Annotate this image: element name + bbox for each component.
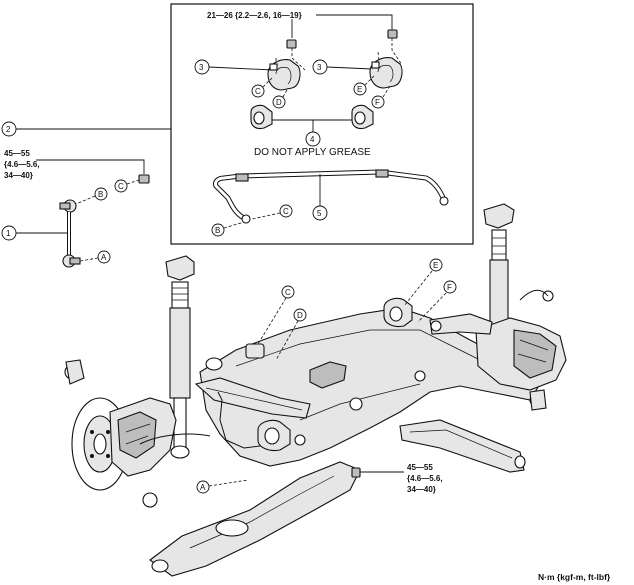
knuckle-right bbox=[475, 290, 567, 411]
unit-label: N·m {kgf-m, ft-lbf} bbox=[538, 572, 611, 582]
torque-link-top-leader bbox=[36, 159, 145, 174]
e-bushing-leader bbox=[364, 75, 375, 86]
f-bushing-leader bbox=[382, 85, 391, 98]
c-bushing-leader bbox=[262, 77, 273, 88]
upper-arm-left bbox=[194, 357, 311, 419]
svg-text:3: 3 bbox=[199, 63, 204, 72]
svg-text:5: 5 bbox=[317, 209, 322, 218]
c-frame-leader bbox=[257, 297, 287, 345]
callout-1: 1 bbox=[1, 225, 17, 241]
svg-text:D: D bbox=[276, 98, 282, 107]
stabilizer-bracket-right bbox=[369, 57, 403, 89]
svg-text:1: 1 bbox=[6, 229, 11, 238]
knuckle-left bbox=[64, 359, 177, 508]
guide-right-b bbox=[377, 51, 381, 69]
letter-c-bushing: C bbox=[251, 84, 265, 98]
torque-link-low-3: 34—40} bbox=[407, 485, 436, 494]
parking-cable-left bbox=[139, 433, 211, 445]
torque-link-low-1: 45—55 bbox=[407, 463, 433, 472]
inset-box bbox=[170, 3, 474, 245]
svg-text:F: F bbox=[447, 283, 452, 292]
f-frame-leader bbox=[417, 292, 447, 323]
svg-text:E: E bbox=[433, 261, 438, 270]
letter-f-bushing: F bbox=[371, 95, 385, 109]
svg-text:C: C bbox=[283, 207, 289, 216]
svg-text:4: 4 bbox=[310, 135, 315, 144]
crossmember-mount-left bbox=[257, 419, 291, 452]
letter-b-bar: B bbox=[211, 223, 225, 237]
leader-3-right bbox=[326, 66, 373, 70]
torque-link-top-2: {4.6—5.6, bbox=[4, 160, 40, 169]
c-bar-leader bbox=[251, 212, 281, 220]
torque-link-low-2: {4.6—5.6, bbox=[407, 474, 443, 483]
letter-f-frame: F bbox=[443, 280, 457, 294]
svg-text:A: A bbox=[101, 253, 107, 262]
letter-d-frame: D bbox=[293, 308, 307, 322]
d-frame-leader bbox=[275, 320, 299, 361]
letter-c-bar: C bbox=[279, 204, 293, 218]
guide-right bbox=[391, 38, 403, 66]
torque-spec-bushing: 21—26 {2.2—2.6, 16—19} bbox=[207, 11, 302, 20]
callout-5: 5 bbox=[312, 205, 328, 221]
callout-3-left: 3 bbox=[194, 59, 210, 75]
lower-control-arm-right bbox=[399, 419, 526, 473]
e-frame-leader bbox=[403, 270, 433, 307]
svg-text:F: F bbox=[375, 98, 380, 107]
brake-hose-left bbox=[217, 391, 261, 449]
letter-a-link: A bbox=[97, 250, 111, 264]
lower-control-arm bbox=[149, 461, 361, 577]
callout-4: 4 bbox=[305, 131, 321, 147]
stabilizer-bushing-left bbox=[250, 104, 273, 130]
svg-text:E: E bbox=[357, 85, 362, 94]
crossmember-mount-right bbox=[383, 297, 413, 328]
shock-absorber-left bbox=[165, 255, 195, 459]
upper-arm-right bbox=[429, 313, 493, 335]
svg-text:D: D bbox=[297, 311, 303, 320]
bushing-nut-left bbox=[286, 39, 297, 49]
stabilizer-control-link bbox=[59, 199, 81, 268]
callout-2: 2 bbox=[1, 121, 17, 137]
letter-d-bushing: D bbox=[272, 95, 286, 109]
a-link-leader bbox=[79, 257, 99, 262]
letter-b-link: B bbox=[94, 187, 108, 201]
grease-note: DO NOT APPLY GREASE bbox=[254, 147, 371, 158]
b-bar-leader bbox=[223, 221, 245, 229]
svg-text:B: B bbox=[215, 226, 220, 235]
letter-c-frame: C bbox=[281, 285, 295, 299]
svg-text:C: C bbox=[285, 288, 291, 297]
link-nut-top bbox=[138, 174, 150, 184]
letter-e-bushing: E bbox=[353, 82, 367, 96]
leader-3-left bbox=[208, 66, 274, 71]
brake-hose-right bbox=[519, 289, 549, 301]
stabilizer-bracket-left bbox=[267, 59, 301, 91]
a-arm-leader bbox=[208, 479, 249, 487]
guide-left bbox=[291, 48, 306, 71]
svg-text:C: C bbox=[118, 182, 124, 191]
stabilizer-bar bbox=[213, 169, 449, 224]
letter-e-frame: E bbox=[429, 258, 443, 272]
letter-c-link: C bbox=[114, 179, 128, 193]
b-link-leader bbox=[75, 195, 96, 205]
d-bushing-leader bbox=[282, 87, 289, 98]
c-link-leader bbox=[126, 179, 140, 185]
bushing-nut-right bbox=[387, 29, 398, 39]
svg-text:A: A bbox=[200, 483, 206, 492]
svg-text:B: B bbox=[98, 190, 103, 199]
callout-3-right: 3 bbox=[312, 59, 328, 75]
link-nut-lower bbox=[351, 467, 361, 478]
stabilizer-bushing-right bbox=[351, 104, 374, 130]
svg-text:2: 2 bbox=[6, 125, 11, 134]
letter-a-arm: A bbox=[196, 480, 210, 494]
torque-leader-right bbox=[316, 14, 393, 30]
torque-link-top-3: 34—40} bbox=[4, 171, 33, 180]
svg-text:C: C bbox=[255, 87, 261, 96]
torque-link-top-1: 45—55 bbox=[4, 149, 30, 158]
stabilizer-mount-left bbox=[245, 343, 265, 359]
svg-text:3: 3 bbox=[317, 63, 322, 72]
